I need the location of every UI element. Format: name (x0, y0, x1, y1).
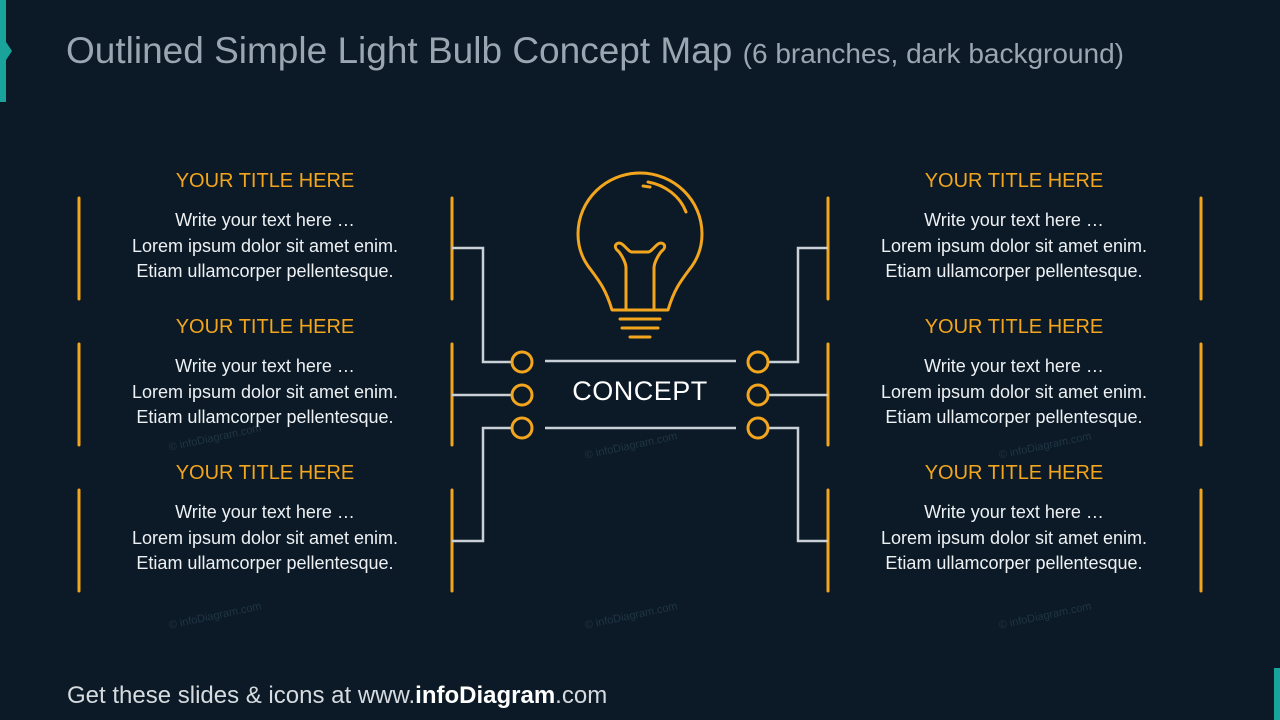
branch-text: Write your text here … Lorem ipsum dolor… (79, 500, 451, 577)
branch-text-line: Write your text here … (175, 502, 355, 522)
branch-text-line: Lorem ipsum dolor sit amet enim. (880, 527, 1148, 548)
branch-text-line: Lorem ipsum dolor sit amet enim. (131, 527, 399, 548)
branch-text-line: Etiam ullamcorper pellentesque. (885, 553, 1143, 573)
footer-brand: infoDiagram (415, 682, 556, 709)
slide-accent-tab (0, 0, 12, 102)
connector-left-top (452, 246, 511, 364)
branch-title: YOUR TITLE HERE (924, 316, 1104, 338)
slide-title: Outlined Simple Light Bulb Concept Map (… (66, 30, 1124, 72)
connector-right-top (769, 246, 828, 364)
branch-left-1: YOUR TITLE HERE Write your text here … L… (79, 168, 451, 285)
circle-node-icon (746, 416, 770, 440)
branch-text: Write your text here … Lorem ipsum dolor… (828, 208, 1200, 285)
branch-right-2: YOUR TITLE HERE Write your text here … L… (828, 314, 1200, 431)
branch-text-line: Etiam ullamcorper pellentesque. (136, 261, 394, 281)
circle-node-icon (510, 383, 534, 407)
branch-text-line: Write your text here … (924, 210, 1104, 230)
branch-text-line: Write your text here … (924, 356, 1104, 376)
circle-node-icon (746, 383, 770, 407)
footer-link[interactable]: Get these slides & icons at www.infoDiag… (67, 682, 607, 710)
branch-text-line: Lorem ipsum dolor sit amet enim. (880, 235, 1148, 256)
branch-text-line: Etiam ullamcorper pellentesque. (885, 407, 1143, 427)
branch-text: Write your text here … Lorem ipsum dolor… (828, 354, 1200, 431)
circle-node-icon (510, 350, 534, 374)
title-subtitle: (6 branches, dark background) (742, 38, 1124, 69)
branch-text: Write your text here … Lorem ipsum dolor… (828, 500, 1200, 577)
circle-nodes (510, 350, 770, 440)
branch-right-1: YOUR TITLE HERE Write your text here … L… (828, 168, 1200, 285)
connector-left-bottom (452, 426, 511, 543)
connector-right-bottom (769, 426, 828, 543)
light-bulb-icon (576, 171, 704, 339)
branch-text-line: Write your text here … (924, 502, 1104, 522)
branch-text-line: Etiam ullamcorper pellentesque. (136, 553, 394, 573)
branch-title: YOUR TITLE HERE (175, 316, 355, 338)
branch-title: YOUR TITLE HERE (175, 462, 355, 484)
branch-text-line: Lorem ipsum dolor sit amet enim. (880, 381, 1148, 402)
branch-title: YOUR TITLE HERE (175, 170, 355, 192)
corner-accent-tab (1274, 668, 1280, 720)
connector-lines (452, 246, 828, 543)
branch-title: YOUR TITLE HERE (924, 462, 1104, 484)
branch-text-line: Write your text here … (175, 210, 355, 230)
circle-node-icon (746, 350, 770, 374)
branch-text-line: Etiam ullamcorper pellentesque. (136, 407, 394, 427)
branch-left-3: YOUR TITLE HERE Write your text here … L… (79, 460, 451, 577)
branch-text-line: Etiam ullamcorper pellentesque. (885, 261, 1143, 281)
title-main: Outlined Simple Light Bulb Concept Map (66, 30, 733, 71)
branch-title: YOUR TITLE HERE (924, 170, 1104, 192)
branch-text: Write your text here … Lorem ipsum dolor… (79, 208, 451, 285)
circle-node-icon (510, 416, 534, 440)
branch-left-2: YOUR TITLE HERE Write your text here … L… (79, 314, 451, 431)
branch-text-line: Lorem ipsum dolor sit amet enim. (131, 381, 399, 402)
footer-suffix: .com (555, 682, 608, 709)
branch-text: Write your text here … Lorem ipsum dolor… (79, 354, 451, 431)
footer-prefix: Get these slides & icons at www. (67, 682, 416, 709)
branch-text-line: Lorem ipsum dolor sit amet enim. (131, 235, 399, 256)
branch-text-line: Write your text here … (175, 356, 355, 376)
branch-right-3: YOUR TITLE HERE Write your text here … L… (828, 460, 1200, 577)
concept-label: CONCEPT (572, 376, 708, 406)
